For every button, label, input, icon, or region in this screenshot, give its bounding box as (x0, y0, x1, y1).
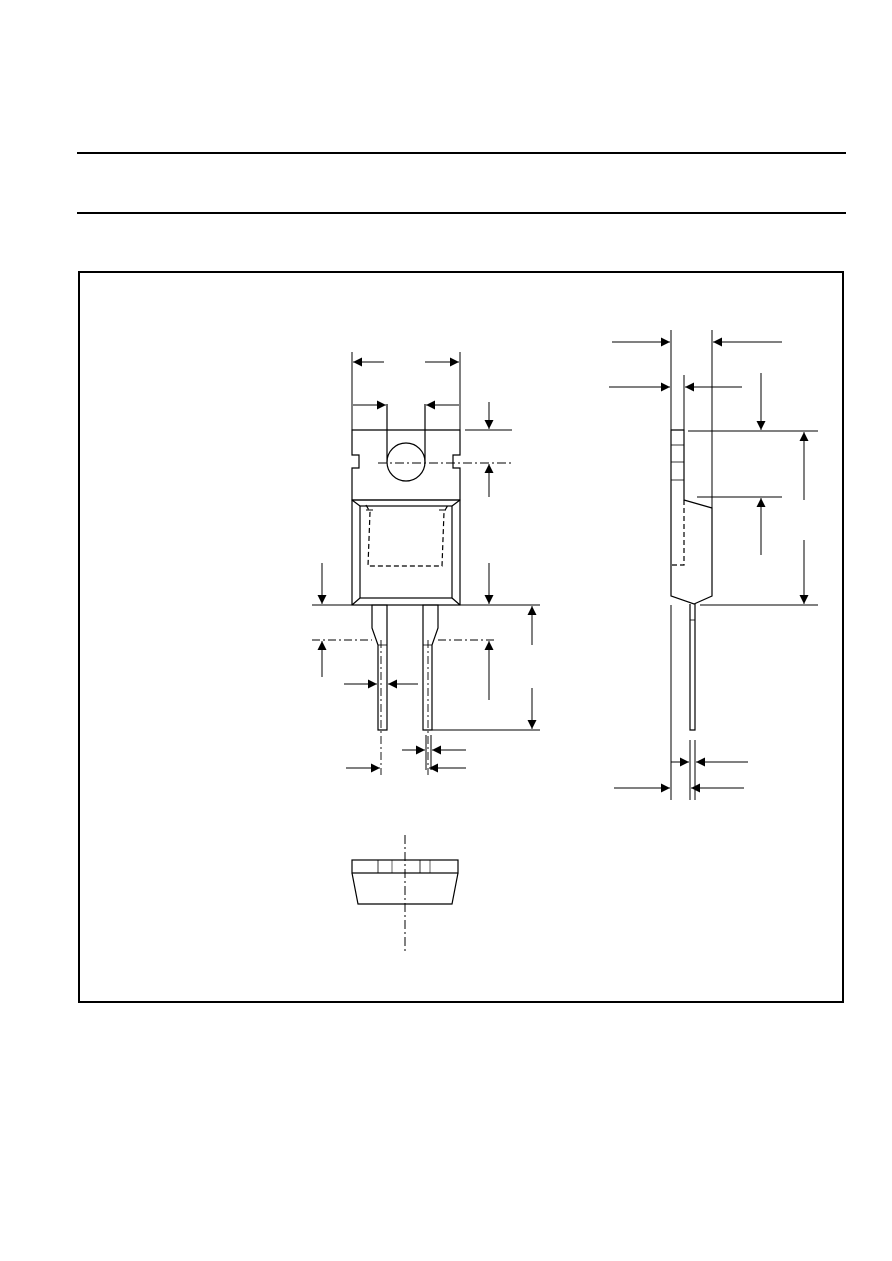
header-rule-top (77, 152, 846, 154)
side-body-outline (670, 429, 713, 605)
drawing-frame (78, 271, 844, 1003)
side-view-dimensions (609, 330, 818, 800)
lead-right (422, 604, 439, 731)
side-tab-hidden (671, 500, 685, 566)
header-rule-bottom (77, 212, 846, 214)
front-view (351, 404, 512, 775)
side-view (670, 429, 713, 731)
package-body-outer (351, 499, 461, 606)
mounting-hole (386, 442, 426, 482)
side-lead (689, 604, 696, 731)
die-pad-hidden (365, 504, 449, 567)
lead-left (371, 604, 388, 731)
front-view-dimensions (312, 352, 540, 773)
package-body-inner (359, 505, 453, 599)
mounting-tab-outline (351, 429, 461, 501)
bottom-view (351, 835, 459, 952)
